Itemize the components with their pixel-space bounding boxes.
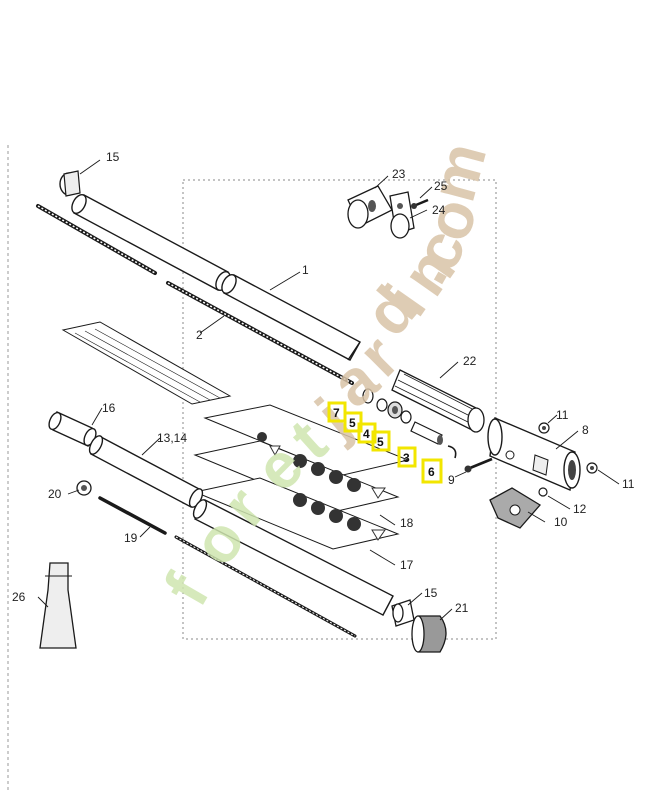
part-21-end-cap (411, 615, 447, 653)
label-part-9: 9 (448, 473, 455, 487)
label-part-7: 7 (333, 406, 340, 420)
highlight-box-5b (371, 430, 391, 452)
label-part-5b: 5 (377, 435, 384, 449)
part-11-nut-right (586, 462, 598, 474)
part-17-decal (193, 477, 400, 550)
label-part-1: 1 (302, 263, 309, 277)
part-11-nut-top (538, 422, 550, 434)
part-16-coupling (48, 411, 97, 447)
label-part-6: 6 (428, 465, 435, 479)
label-part-20: 20 (48, 487, 62, 501)
part-15-lower-cap (391, 599, 415, 627)
part-17-tube-lower (192, 499, 394, 616)
part-13-14-tube (88, 435, 204, 508)
part-19-shaft (98, 496, 167, 535)
part-2-drive-shaft-top (36, 204, 354, 385)
part-8-gear-housing (487, 416, 581, 492)
part-9-screw (464, 457, 493, 473)
label-part-23: 23 (392, 167, 406, 181)
part-26-grease-tube (39, 562, 77, 649)
label-part-17: 17 (400, 558, 414, 572)
label-part-26: 26 (12, 590, 26, 604)
highlight-box-6 (421, 458, 443, 484)
part-18-decal (193, 404, 410, 513)
part-6-circlip (447, 445, 457, 459)
label-part-10: 10 (554, 515, 568, 529)
part-1-tube-upper (71, 194, 361, 361)
watermark-letter: f (150, 562, 223, 617)
label-part-21: 21 (455, 601, 469, 615)
label-part-15-top: 15 (106, 150, 120, 164)
part-5-washer-b (400, 410, 412, 424)
part-20-bushing (76, 480, 92, 496)
subassembly-box (182, 179, 497, 640)
part-23-clamp (347, 185, 393, 229)
label-part-3: 3 (403, 451, 410, 465)
part-25-screw (411, 198, 429, 209)
leader-lines (37, 159, 620, 621)
label-part-8: 8 (582, 423, 589, 437)
label-part-11-right: 11 (622, 477, 635, 491)
part-5-washer-a (376, 398, 388, 412)
part-15-top-cap (59, 170, 81, 197)
part-7-spacer (362, 388, 374, 404)
label-part-25: 25 (434, 179, 448, 193)
label-part-19: 19 (124, 531, 138, 545)
label-part-18: 18 (400, 516, 414, 530)
part-4-bearing (387, 401, 403, 419)
highlight-boxes (327, 401, 443, 484)
label-part-5a: 5 (349, 416, 356, 430)
part-drive-shaft-lower (174, 535, 357, 638)
highlight-box-3 (397, 446, 417, 468)
label-part-4: 4 (363, 427, 370, 441)
label-part-16: 16 (102, 401, 116, 415)
label-part-12: 12 (573, 502, 587, 516)
part-3-shaft-end (410, 421, 443, 445)
label-part-2: 2 (196, 328, 203, 342)
decal-sheet-large (61, 321, 232, 405)
part-10-wing-screw (489, 487, 541, 529)
label-part-13-14: 13,14 (157, 431, 187, 445)
label-part-11-top: 11 (556, 408, 569, 422)
highlight-box-5a (343, 411, 363, 433)
label-part-15-lower: 15 (424, 586, 438, 600)
label-part-24: 24 (432, 203, 446, 217)
part-22-sleeve (391, 369, 485, 433)
part-12-washer (538, 487, 548, 497)
part-24-bracket (389, 191, 415, 239)
label-part-22: 22 (463, 354, 477, 368)
